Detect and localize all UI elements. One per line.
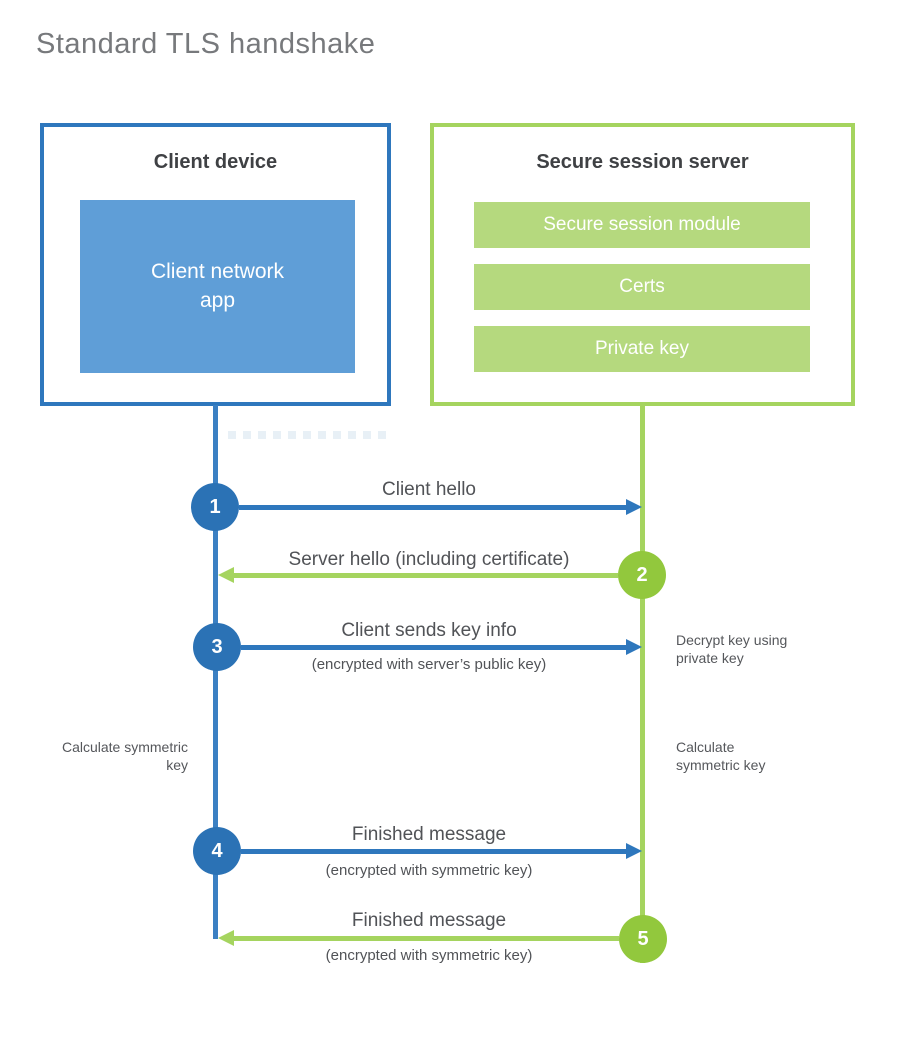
server-module-certs: Certs xyxy=(474,264,810,310)
server-module-private-key: Private key xyxy=(474,326,810,372)
arrowhead-right-icon xyxy=(626,639,642,655)
note-calculate-symmetric-key-left: Calculate symmetric key xyxy=(61,739,188,774)
secure-session-server-title: Secure session server xyxy=(536,151,749,173)
client-device-title: Client device xyxy=(153,151,278,173)
faint-dashes-artifact xyxy=(228,431,392,439)
message-label-server-hello: Server hello (including certificate) xyxy=(288,549,570,570)
arrowhead-right-icon xyxy=(626,843,642,859)
message-label-finished-message-1: Finished message xyxy=(351,824,507,845)
arrowhead-left-icon xyxy=(218,930,234,946)
step-3-circle: 3 xyxy=(193,623,241,671)
message-sub-encrypted-symmetric-key-2: (encrypted with symmetric key) xyxy=(325,947,533,964)
step-1-circle: 1 xyxy=(191,483,239,531)
message-arrow-2 xyxy=(233,573,618,578)
arrowhead-left-icon xyxy=(218,567,234,583)
server-module-secure-session-module: Secure session module xyxy=(474,202,810,248)
note-calculate-symmetric-key-right: Calculate symmetric key xyxy=(676,739,766,774)
arrowhead-right-icon xyxy=(626,499,642,515)
client-network-app-node: Client network app xyxy=(80,200,355,373)
page-title: Standard TLS handshake xyxy=(36,28,376,60)
note-decrypt-key: Decrypt key using private key xyxy=(676,632,788,667)
message-arrow-3 xyxy=(241,645,626,650)
server-lifeline xyxy=(640,405,645,963)
step-5-circle: 5 xyxy=(619,915,667,963)
step-4-circle: 4 xyxy=(193,827,241,875)
step-2-circle: 2 xyxy=(618,551,666,599)
message-label-finished-message-2: Finished message xyxy=(351,910,507,931)
message-arrow-1 xyxy=(239,505,626,510)
message-sub-encrypted-symmetric-key-1: (encrypted with symmetric key) xyxy=(325,862,533,879)
message-sub-encrypted-public-key: (encrypted with server’s public key) xyxy=(311,656,547,673)
client-network-app-label: Client network app xyxy=(150,260,285,312)
message-label-client-hello: Client hello xyxy=(382,479,476,500)
message-arrow-5 xyxy=(233,936,619,941)
message-arrow-4 xyxy=(241,849,626,854)
client-lifeline xyxy=(213,405,218,939)
message-label-client-sends-key-info: Client sends key info xyxy=(341,620,517,641)
